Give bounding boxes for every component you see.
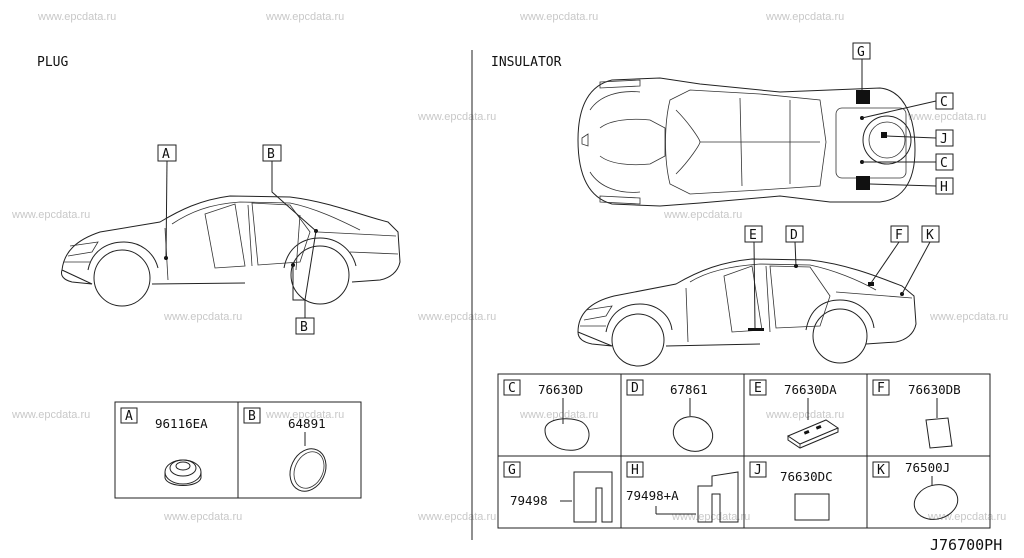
callout-f: F [895,228,903,243]
plug-part-number: 64891 [288,416,326,431]
callout-c-bottom: C [940,156,948,171]
insulator-part-letter: F [877,381,885,396]
plug-car-side-view [61,195,401,307]
insulator-part-number: 79498+A [626,488,679,503]
callout-b-top: B [267,147,275,162]
insulator-part-number: 67861 [670,382,708,397]
watermark: www.epcdata.ru [519,409,598,421]
plug-part-letter: A [125,409,133,424]
insulator-part-letter: J [754,463,762,478]
watermark: www.epcdata.ru [519,11,598,23]
callout-e: E [749,228,757,243]
round-plug-icon [289,448,327,492]
watermark: www.epcdata.ru [37,11,116,23]
insulator-part-letter: H [631,463,639,478]
watermark: www.epcdata.ru [265,11,344,23]
insulator-car-side-view [577,258,917,367]
callout-c-top: C [940,95,948,110]
insulator-g-shape [573,471,613,523]
callout-j: J [940,132,948,147]
plug-part-letter: B [248,409,256,424]
watermark: www.epcdata.ru [927,511,1006,523]
watermark: www.epcdata.ru [929,311,1008,323]
watermark: www.epcdata.ru [163,511,242,523]
insulator-car-top-view [577,77,916,207]
insulator-side-callouts: E D F K [744,225,940,329]
watermark: www.epcdata.ru [907,111,986,123]
insulator-part-number: 79498 [510,493,548,508]
watermark: www.epcdata.ru [765,409,844,421]
watermark: www.epcdata.ru [417,511,496,523]
insulator-part-letter: E [754,381,762,396]
insulator-h-shape [697,471,739,523]
insulator-j-shape [794,493,830,521]
insulator-part-letter: C [508,381,516,396]
insulator-top-callouts: G C J C H [852,42,954,195]
insulator-part-number: 76630DC [780,469,833,484]
section-title-plug: PLUG [37,55,68,70]
callout-h: H [940,180,948,195]
insulator-parts-table: C 76630D D 67861 E 76630DA F 76630DB G 7 [497,373,991,529]
insulator-part-letter: G [508,463,516,478]
section-title-insulator: INSULATOR [491,55,562,70]
insulator-d-shape [672,416,714,452]
callout-b-bottom: B [300,320,308,335]
callout-k: K [926,228,934,243]
insulator-part-number: 76630DB [908,382,961,397]
insulator-k-shape [913,484,959,520]
insulator-part-letter: D [631,381,639,396]
watermark-layer: www.epcdata.ru www.epcdata.ru www.epcdat… [11,11,1008,523]
insulator-f-shape [925,417,953,449]
insulator-part-number: 76500J [905,460,950,475]
watermark: www.epcdata.ru [163,311,242,323]
grommet-icon [164,459,202,486]
watermark: www.epcdata.ru [11,409,90,421]
watermark: www.epcdata.ru [11,209,90,221]
drawing-code: J76700PH [930,536,1002,554]
insulator-c-shape [544,418,590,451]
callout-a: A [162,147,170,162]
callout-d: D [790,228,798,243]
plug-parts-table: A 96116EA B 64891 [114,401,362,499]
plug-part-number: 96116EA [155,416,208,431]
watermark: www.epcdata.ru [765,11,844,23]
insulator-part-letter: K [877,463,885,478]
plug-callouts: A B B [157,144,317,335]
watermark: www.epcdata.ru [417,311,496,323]
callout-g: G [857,45,865,60]
watermark: www.epcdata.ru [663,209,742,221]
watermark: www.epcdata.ru [417,111,496,123]
insulator-e-shape [786,419,840,449]
watermark: www.epcdata.ru [265,409,344,421]
insulator-part-number: 76630DA [784,382,837,397]
insulator-part-number: 76630D [538,382,583,397]
